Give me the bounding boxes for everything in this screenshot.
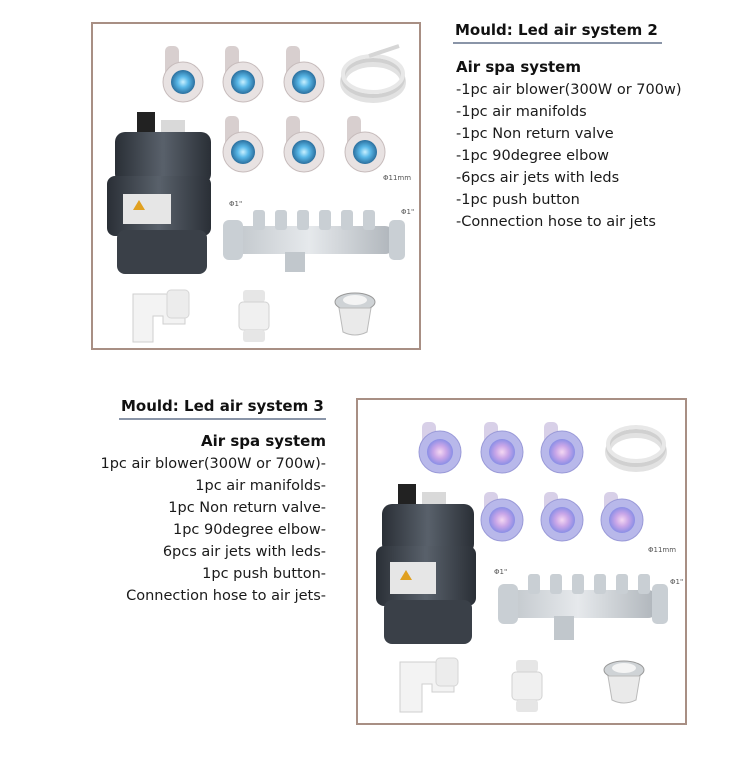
- spec-item: 1pc 90degree elbow-: [172, 522, 326, 538]
- heading-underline: [453, 42, 662, 44]
- manifold-port-label: Φ1": [229, 200, 242, 208]
- spec-item: -1pc air manifolds: [456, 104, 587, 120]
- manifold-jet-label: Φ11mm: [383, 174, 411, 182]
- air-blower: [376, 484, 476, 644]
- spec-item: 1pc air blower(300W or 700w)-: [100, 456, 327, 472]
- air-manifold: Φ1" Φ1" Φ11mm: [494, 546, 683, 640]
- spec-item: 1pc air manifolds-: [195, 478, 326, 494]
- air-jet-led: [480, 422, 524, 474]
- air-jet-led: [283, 116, 325, 173]
- spec-item: -6pcs air jets with leds: [456, 170, 620, 186]
- spec-item: -1pc Non return valve: [456, 126, 614, 142]
- spec-item: Connection hose to air jets-: [126, 588, 326, 604]
- manifold-port-label: Φ1": [670, 578, 683, 586]
- spec-item: -1pc 90degree elbow: [456, 148, 610, 164]
- spec-item: -1pc air blower(300W or 700w): [456, 82, 682, 98]
- air-jet-led: [418, 422, 462, 474]
- mould-heading: Mould: Led air system 3: [121, 397, 324, 415]
- spec-item: -Connection hose to air jets: [456, 214, 656, 230]
- push-button: [334, 292, 376, 336]
- spec-item: 1pc Non return valve-: [168, 500, 326, 516]
- heading-underline: [119, 418, 326, 420]
- air-manifold: Φ1" Φ1" Φ11mm: [223, 174, 414, 272]
- spec-item: 6pcs air jets with leds-: [162, 544, 326, 560]
- air-jet-led: [222, 46, 264, 103]
- air-jet-led: [480, 492, 524, 542]
- air-jet-led: [540, 492, 584, 542]
- spec-title: Air spa system: [201, 432, 326, 450]
- elbow-fitting: [399, 657, 459, 713]
- connection-hose: [340, 44, 406, 103]
- spec-item: 1pc push button-: [202, 566, 326, 582]
- spec-list: 1pc air blower(300W or 700w)- 1pc air ma…: [101, 453, 327, 607]
- product-illustration-system-3: Φ1" Φ1" Φ11mm: [376, 422, 683, 713]
- air-jet-led: [600, 492, 644, 542]
- manifold-port-label: Φ1": [494, 568, 507, 576]
- push-button: [603, 660, 645, 704]
- connection-hose: [605, 425, 667, 472]
- air-jet-led: [162, 46, 204, 103]
- product-photo-system-2: Φ1" Φ1" Φ11mm: [91, 22, 421, 350]
- mould-heading: Mould: Led air system 2: [455, 21, 658, 39]
- product-illustration-system-2: Φ1" Φ1" Φ11mm: [107, 44, 414, 343]
- air-jet-led: [540, 422, 584, 474]
- spec-list: -1pc air blower(300W or 700w) -1pc air m…: [456, 79, 682, 233]
- air-blower: [107, 112, 211, 274]
- elbow-fitting: [132, 289, 190, 343]
- air-jet-led: [283, 46, 325, 103]
- manifold-jet-label: Φ11mm: [648, 546, 676, 554]
- non-return-valve: [511, 660, 543, 712]
- non-return-valve: [238, 290, 270, 342]
- product-photo-system-3: Φ1" Φ1" Φ11mm: [356, 398, 687, 725]
- manifold-port-label: Φ1": [401, 208, 414, 216]
- air-jet-led: [222, 116, 264, 173]
- spec-title: Air spa system: [456, 58, 581, 76]
- spec-item: -1pc push button: [456, 192, 580, 208]
- air-jet-led: [344, 116, 386, 173]
